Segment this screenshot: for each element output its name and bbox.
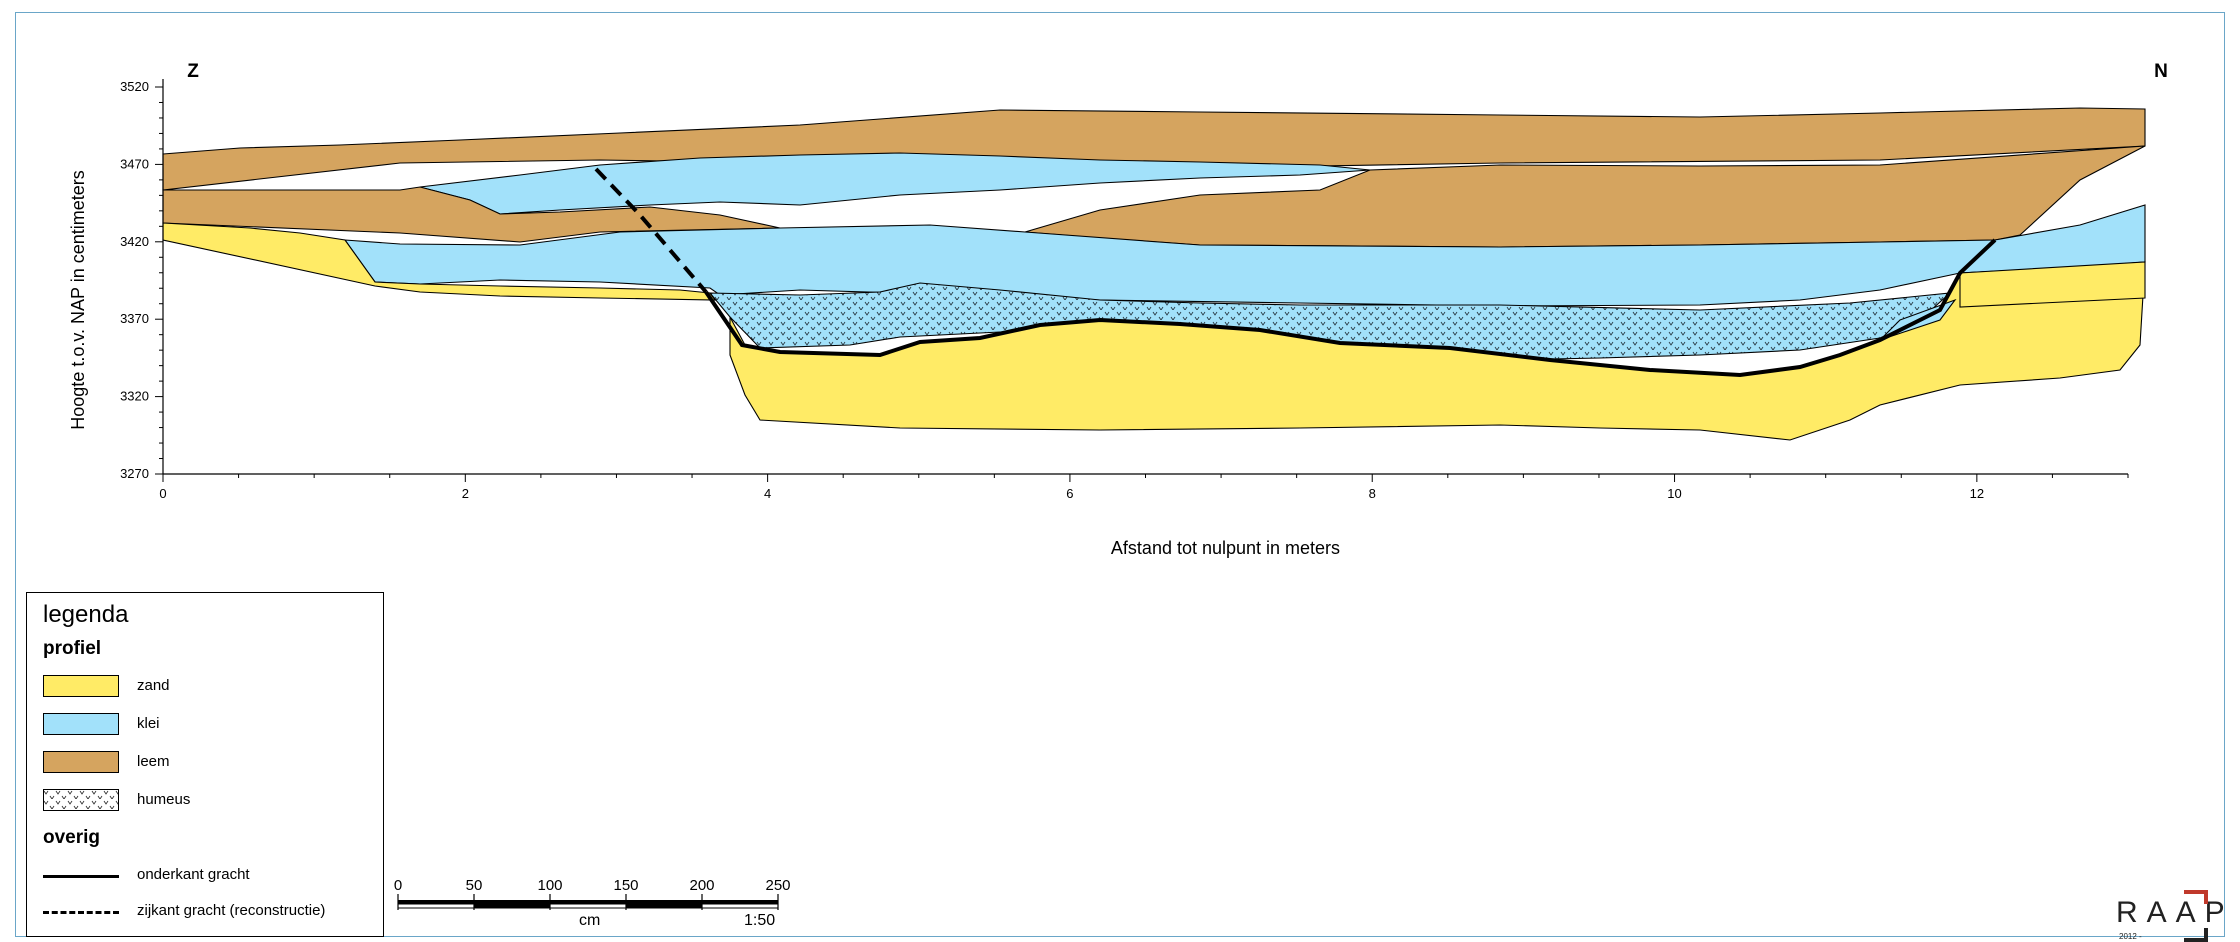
y-tick-label: 3320	[120, 389, 149, 404]
x-tick-label: 2	[462, 486, 469, 501]
scale-segment-bottom	[701, 903, 779, 909]
scale-tick-label: 150	[613, 877, 638, 894]
legend-box: legenda profiel zand klei leem humeus ov…	[26, 592, 384, 937]
x-tick-label: 6	[1066, 486, 1073, 501]
scale-segment-top	[626, 900, 702, 904]
legend-swatch-leem	[43, 751, 119, 773]
y-tick-label: 3520	[120, 79, 149, 94]
legend-label-onderkant: onderkant gracht	[137, 866, 250, 883]
layer-zand-left	[162, 222, 717, 301]
x-tick-label: 10	[1667, 486, 1681, 501]
legend-label-klei: klei	[137, 715, 160, 732]
legend-line-dashed	[43, 911, 119, 914]
scale-segment-bottom	[397, 903, 475, 909]
scale-bar: 0 50 100 150 200 250	[394, 877, 790, 910]
scale-segment-top	[474, 900, 550, 904]
legend-label-zand: zand	[137, 677, 170, 694]
scale-tick-label: 50	[466, 877, 483, 894]
scale-segment-bottom	[625, 903, 703, 909]
line-onderkant-gracht	[704, 238, 1997, 378]
page-frame	[15, 12, 2225, 937]
logo-year: 2012 -	[2119, 932, 2142, 941]
scale-tick-label: 100	[537, 877, 562, 894]
y-axis-title: Hoogte t.o.v. NAP in centimeters	[68, 170, 88, 429]
raap-logo: RAAP	[2116, 896, 2234, 929]
layer-humeus	[708, 282, 1952, 361]
x-axis-title: Afstand tot nulpunt in meters	[1111, 538, 1340, 558]
scale-unit: cm	[579, 912, 601, 929]
legend-swatch-klei	[43, 713, 119, 735]
legend-section-profiel: profiel	[43, 638, 102, 659]
legend-title: legenda	[43, 601, 129, 628]
layer-zand-right	[1959, 261, 2146, 308]
layer-klei-lens-left	[419, 152, 1371, 215]
layer-leem-lens-left	[162, 186, 781, 243]
legend-label-leem: leem	[137, 753, 170, 770]
scale-segment-top	[398, 900, 474, 904]
y-tick-label: 3470	[120, 156, 149, 171]
legend-label-humeus: humeus	[137, 791, 191, 808]
y-tick-label: 3270	[120, 466, 149, 481]
profile-layers	[162, 107, 2146, 441]
scale-tick-label: 0	[394, 877, 402, 894]
side-label-n: N	[2154, 61, 2168, 82]
scale-segment-top	[702, 900, 778, 904]
y-tick-label: 3370	[120, 311, 149, 326]
x-tick-label: 0	[159, 486, 166, 501]
x-tick-label: 8	[1369, 486, 1376, 501]
legend-section-overig: overig	[43, 827, 101, 848]
x-tick-label: 4	[764, 486, 771, 501]
scale-tick-label: 250	[765, 877, 790, 894]
legend-line-solid	[43, 875, 119, 878]
scale-segment-top	[550, 900, 626, 904]
legend-swatch-zand	[43, 675, 119, 697]
scale-tick-label: 200	[689, 877, 714, 894]
x-tick-label: 12	[1970, 486, 1984, 501]
logo-bracket-icon	[2184, 890, 2208, 942]
scale-segment-bottom	[549, 903, 627, 909]
legend-label-zijkant: zijkant gracht (reconstructie)	[137, 902, 326, 919]
y-tick-label: 3420	[120, 234, 149, 249]
legend-swatch-humeus	[43, 789, 119, 811]
scale-ratio: 1:50	[744, 912, 776, 929]
side-label-z: Z	[187, 61, 199, 82]
scale-segment-bottom	[473, 903, 551, 909]
